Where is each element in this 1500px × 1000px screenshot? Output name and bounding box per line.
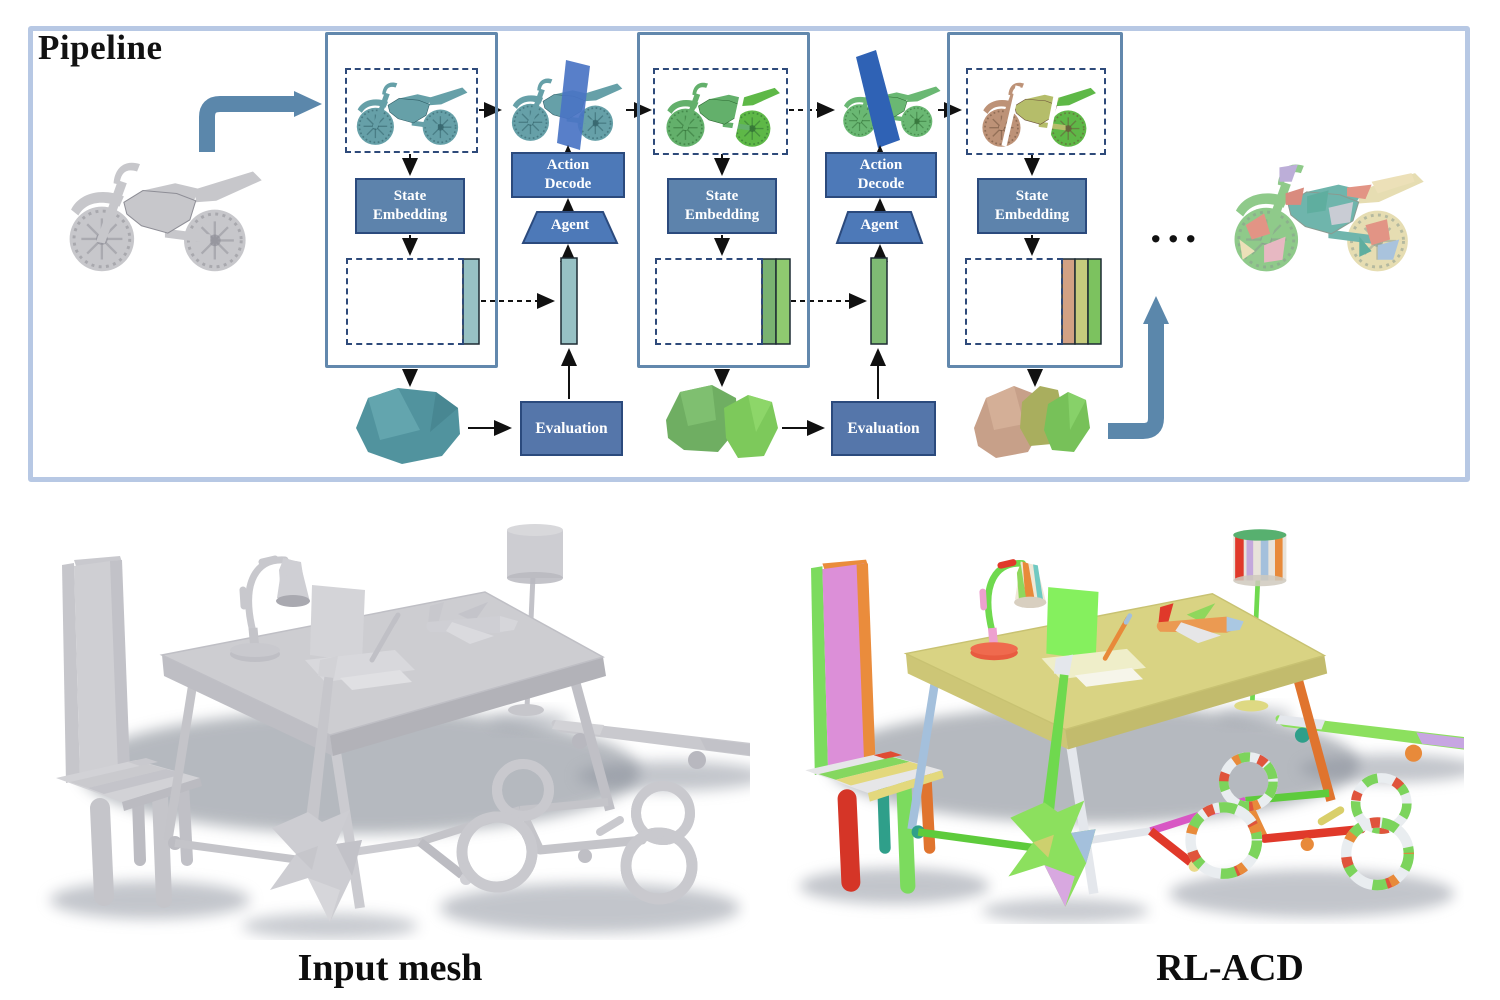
rl-acd-caption: RL-ACD xyxy=(1156,947,1304,989)
pipeline-panel xyxy=(28,26,1470,482)
convex-hulls-stage3 xyxy=(974,386,1090,458)
state-image-box-2 xyxy=(653,68,788,155)
agent-label-2: Agent xyxy=(860,217,899,233)
stage3-state-motorcycle xyxy=(982,82,1096,147)
flow-arrows xyxy=(402,102,1043,436)
memory-box-2 xyxy=(655,258,763,345)
state-embedding-box-3: State Embedding xyxy=(977,178,1087,234)
stage-box-3 xyxy=(947,32,1123,368)
input-flow-arrow xyxy=(199,91,322,152)
stage-box-1 xyxy=(325,32,498,368)
cut-motorcycle-1 xyxy=(511,60,623,150)
split-gap-1 xyxy=(728,85,747,147)
state-embedding-label-2: State Embedding xyxy=(684,188,760,223)
memory-bar-green-3 xyxy=(1087,258,1102,345)
cut-plane-2 xyxy=(856,50,900,148)
evaluation-label-2: Evaluation xyxy=(847,419,920,437)
evaluation-label-1: Evaluation xyxy=(535,419,608,437)
agent-trapezoid-2 xyxy=(835,211,924,244)
memory-box-3 xyxy=(965,258,1063,345)
memory-bar-green-2 xyxy=(775,258,791,345)
result-flow-arrow xyxy=(1108,296,1169,439)
convex-hulls-green xyxy=(666,385,778,458)
action-decode-label-1: Action Decode xyxy=(544,157,592,192)
evaluation-box-1: Evaluation xyxy=(520,401,623,456)
evaluation-box-2: Evaluation xyxy=(831,401,936,456)
agent-input-bar-2 xyxy=(870,257,888,345)
split-gap-3 xyxy=(1043,85,1061,147)
stage2-state-motorcycle xyxy=(666,82,780,147)
input-mesh-caption: Input mesh xyxy=(297,947,483,989)
agent-shapes xyxy=(521,211,924,244)
rl-acd-result-scene xyxy=(800,529,1486,923)
continuation-ellipsis: ... xyxy=(1150,201,1203,252)
state-image-box-3 xyxy=(966,68,1106,155)
state-image-box-1 xyxy=(345,68,478,153)
cut-motorcycle-2 xyxy=(843,50,941,148)
agent-input-bar-1 xyxy=(560,257,578,345)
state-vector-bars xyxy=(462,257,1102,345)
final-decomposition-motorcycle xyxy=(1234,164,1424,272)
color-patches xyxy=(1239,164,1415,263)
agent-trapezoid-1 xyxy=(521,211,619,244)
action-decode-box-1: Action Decode xyxy=(511,152,625,198)
action-decode-label-2: Action Decode xyxy=(857,157,905,192)
state-embedding-box-2: State Embedding xyxy=(667,178,777,234)
agent-label-1: Agent xyxy=(550,217,590,233)
stage-box-2 xyxy=(637,32,810,368)
split-gap-2 xyxy=(1001,85,1021,147)
input-mesh-scene xyxy=(50,524,774,939)
pipeline-title: Pipeline xyxy=(38,28,163,67)
action-decode-box-2: Action Decode xyxy=(825,152,937,198)
cut-plane-1 xyxy=(557,60,590,150)
convex-hull-teal xyxy=(356,388,460,464)
state-embedding-label-1: State Embedding xyxy=(372,188,448,223)
state-embedding-label-3: State Embedding xyxy=(994,188,1070,223)
state-embedding-box-1: State Embedding xyxy=(355,178,465,234)
memory-box-1 xyxy=(346,258,464,345)
